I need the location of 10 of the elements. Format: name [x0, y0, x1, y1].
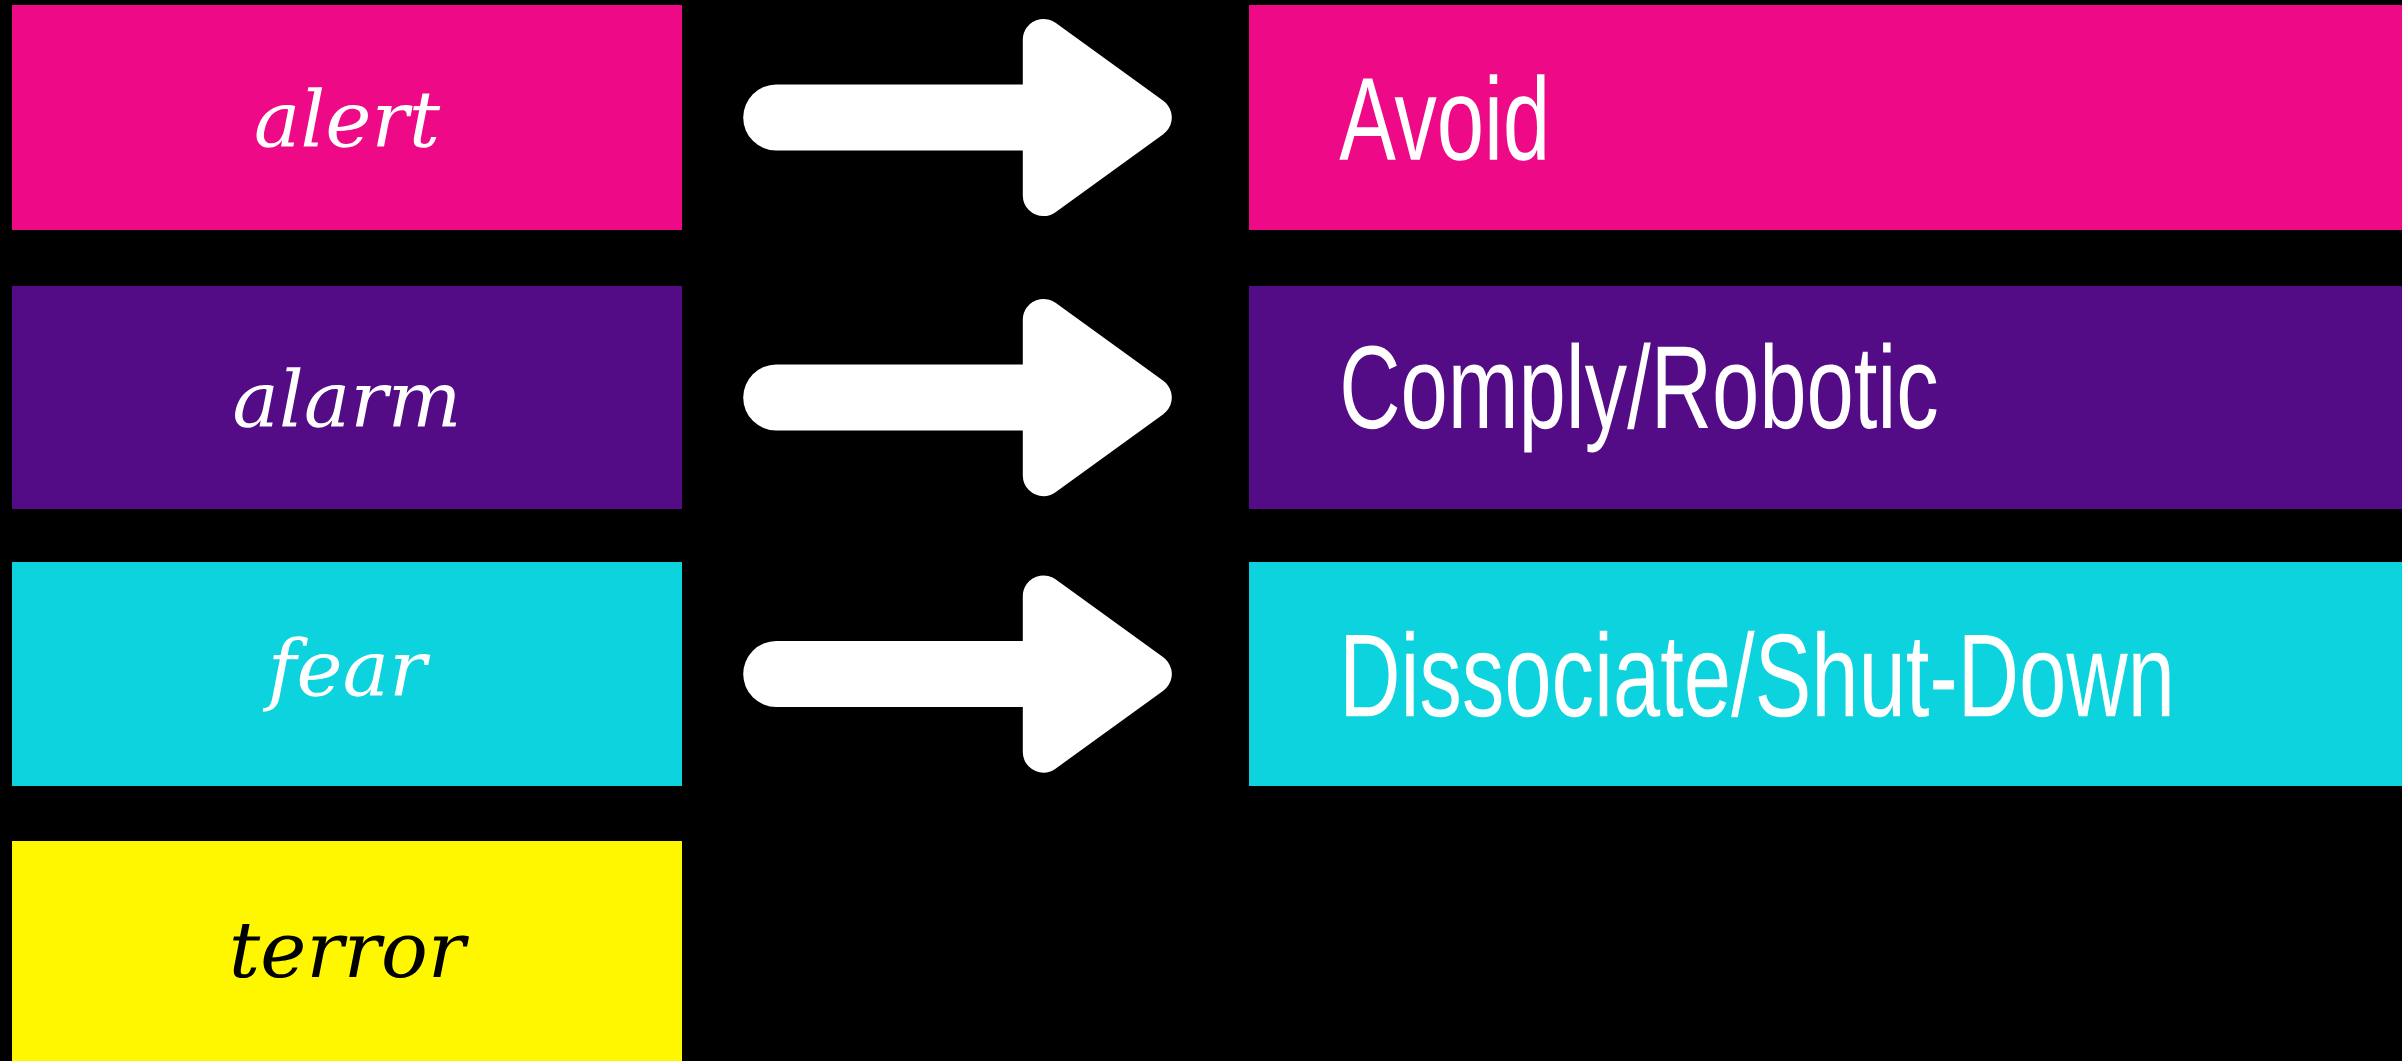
arrow: [743, 18, 1172, 217]
feeling-box: alert: [12, 5, 682, 230]
response-box: Dissociate/Shut-Down: [1249, 562, 2402, 786]
response-box: Comply/Robotic: [1249, 286, 2402, 509]
feeling-box: alarm: [12, 286, 682, 509]
feeling-box: terror: [12, 841, 682, 1061]
arrow: [743, 298, 1172, 497]
arrow: [743, 575, 1172, 773]
response-box: Avoid: [1249, 5, 2402, 230]
feeling-box: fear: [12, 562, 682, 786]
